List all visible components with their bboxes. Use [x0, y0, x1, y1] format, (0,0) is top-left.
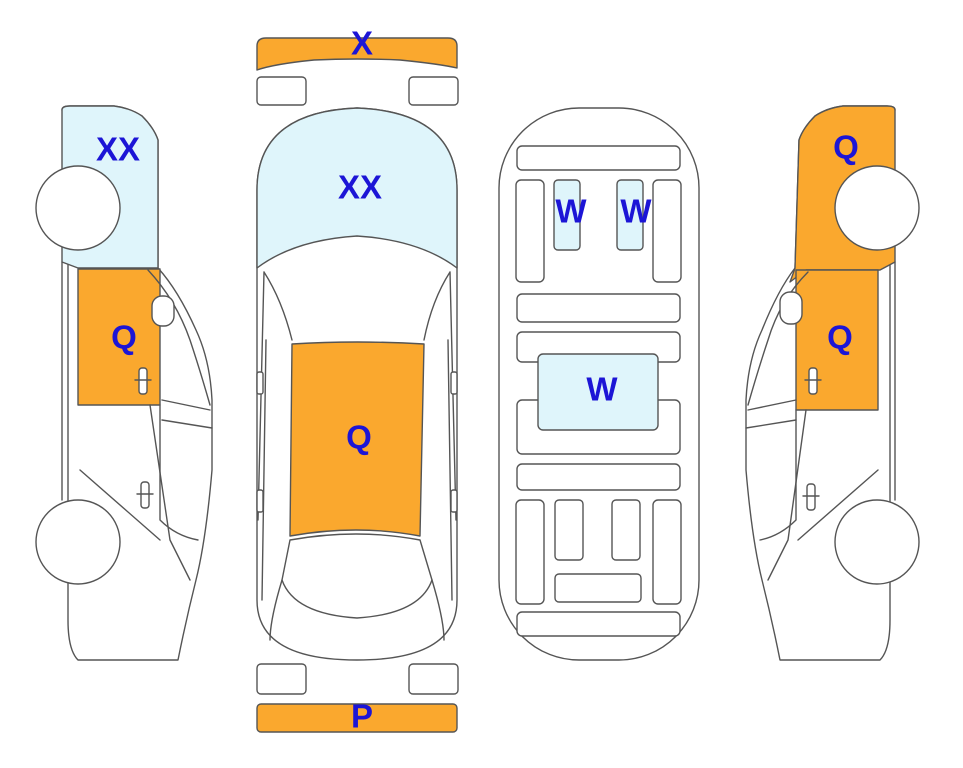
top-rear-window[interactable]	[281, 533, 433, 619]
underbody-inner-right-rear[interactable]	[611, 499, 641, 561]
top-hood-lines	[257, 271, 457, 521]
left-pillar-line	[61, 261, 191, 581]
left-mirror[interactable]	[151, 295, 175, 327]
left-door-window-edge	[147, 269, 211, 406]
underbody-right-panel-code: W	[620, 193, 652, 230]
underbody-left-rail-rear[interactable]	[515, 499, 545, 605]
underbody-bottom-bar[interactable]	[516, 611, 681, 637]
left-front-wheel[interactable]	[35, 165, 121, 251]
right-rear-handle[interactable]	[806, 483, 816, 511]
left-side-view: XX Q	[35, 105, 213, 661]
front-left-light[interactable]	[256, 76, 307, 106]
underbody-crossmember-4[interactable]	[516, 463, 681, 491]
underbody-right-rail-rear[interactable]	[652, 499, 682, 605]
top-right-rear-mark	[450, 489, 458, 513]
right-front-door[interactable]	[795, 269, 879, 411]
underbody-right-rail-front[interactable]	[652, 179, 682, 283]
left-rear-wheel[interactable]	[35, 499, 121, 585]
right-rear-door-edge	[759, 409, 797, 541]
right-side-view: Q Q	[745, 105, 920, 661]
right-side-trim	[745, 399, 879, 541]
underbody-view: W W W	[498, 107, 700, 661]
top-right-mirror[interactable]	[450, 371, 458, 395]
left-rear-handle[interactable]	[140, 481, 150, 509]
right-front-wheel[interactable]	[834, 165, 920, 251]
top-side-lines	[261, 339, 453, 641]
right-door-window-edge	[747, 271, 809, 406]
top-view: X XX Q P	[256, 25, 459, 735]
rear-bumper-code: P	[351, 698, 373, 735]
top-left-mirror[interactable]	[256, 371, 264, 395]
underbody-left-rail-front[interactable]	[515, 179, 545, 283]
front-bumper[interactable]	[256, 37, 458, 71]
right-mirror[interactable]	[779, 291, 803, 325]
top-left-rear-mark	[256, 489, 264, 513]
left-front-door-code: Q	[111, 319, 137, 356]
left-side-trim	[79, 399, 213, 541]
right-rear-wheel[interactable]	[834, 499, 920, 585]
underbody-left-panel-code: W	[555, 193, 587, 230]
top-roof[interactable]	[289, 341, 425, 537]
underbody-inner-left-rear[interactable]	[554, 499, 584, 561]
left-roof-code: XX	[96, 131, 140, 168]
right-pillar-line	[767, 261, 896, 581]
top-windshield-glass[interactable]	[256, 107, 458, 269]
underbody-rear-box[interactable]	[554, 573, 642, 603]
underbody-right-panel[interactable]	[616, 179, 644, 251]
rear-left-light[interactable]	[256, 663, 307, 695]
underbody-center-panel-code: W	[586, 371, 618, 408]
rear-bumper[interactable]	[256, 703, 458, 733]
rear-right-light[interactable]	[408, 663, 459, 695]
top-windshield-code: XX	[338, 169, 382, 206]
top-roof-code: Q	[346, 419, 372, 456]
right-front-door-code: Q	[827, 319, 853, 356]
front-bumper-code: X	[351, 25, 373, 62]
underbody-top-bar[interactable]	[516, 145, 681, 171]
left-rear-door-edge	[159, 404, 199, 541]
left-front-handle[interactable]	[138, 367, 148, 395]
front-right-light[interactable]	[408, 76, 459, 106]
underbody-crossmember-1[interactable]	[516, 293, 681, 323]
underbody-center-panel[interactable]	[537, 353, 659, 431]
underbody-left-panel[interactable]	[553, 179, 581, 251]
right-front-fender-code: Q	[833, 129, 859, 166]
right-front-handle[interactable]	[808, 367, 818, 395]
